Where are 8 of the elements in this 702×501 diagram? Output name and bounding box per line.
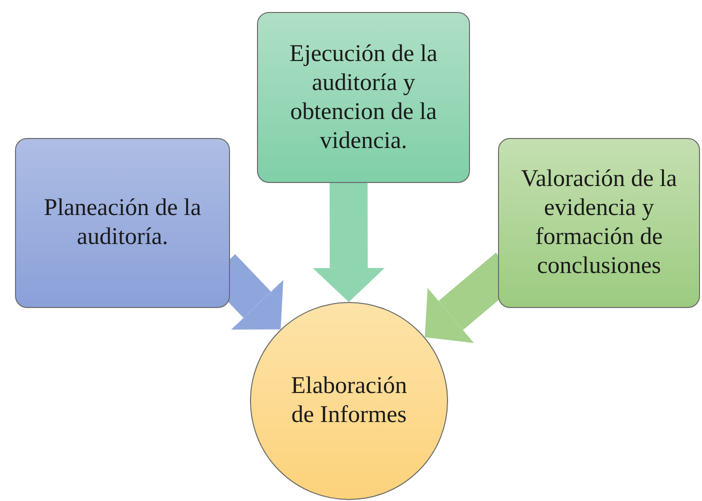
- node-label: Planeación de la auditoría.: [42, 194, 202, 252]
- process-box: [257, 12, 470, 183]
- block-arrow: [312, 182, 385, 302]
- node-label: Ejecución de la auditoría y obtencion de la videncia.: [288, 40, 438, 156]
- process-box: [15, 138, 230, 308]
- process-box: [498, 138, 700, 308]
- node-label: Valoración de la evidencia y formación de conclusiones: [520, 165, 678, 281]
- node-label: Elaboración de Informes: [290, 372, 408, 430]
